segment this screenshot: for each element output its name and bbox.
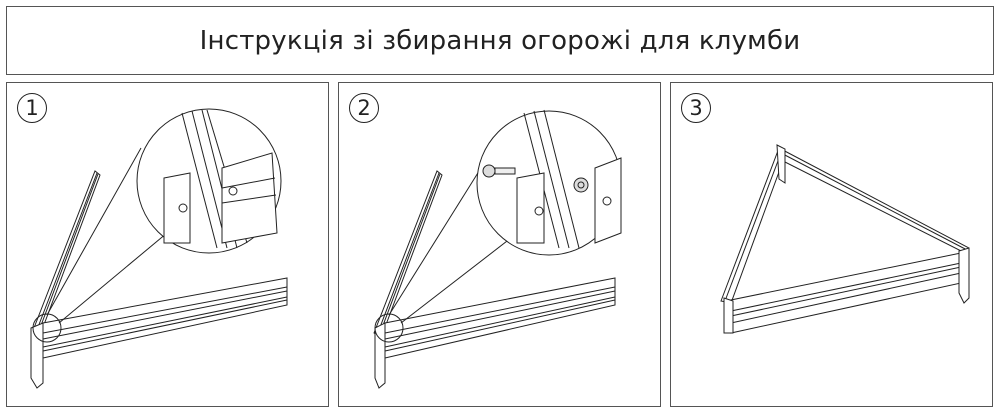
step-number: 1: [17, 93, 47, 123]
straight-board: [375, 278, 615, 388]
step-number: 2: [349, 93, 379, 123]
step-panel-2: 2: [338, 82, 661, 407]
detail-highlight-circle: [375, 314, 403, 342]
step-2-illustration: [339, 83, 662, 408]
step-1-illustration: [7, 83, 330, 408]
title-box: Інструкція зі збирання огорожі для клумб…: [6, 6, 994, 75]
bolt-icon: [483, 165, 515, 177]
straight-board: [31, 278, 287, 388]
angled-board: [374, 171, 442, 338]
nut-icon: [574, 178, 588, 192]
step-panel-1: 1: [6, 82, 329, 407]
page-title: Інструкція зі збирання огорожі для клумб…: [199, 25, 801, 56]
step-panel-3: 3: [670, 82, 993, 407]
detail-magnifier: [137, 109, 281, 253]
step-number: 3: [681, 93, 711, 123]
step-3-illustration: [671, 83, 994, 408]
assembled-triangle-fence: [721, 145, 969, 333]
angled-board: [32, 171, 100, 338]
detail-magnifier: [477, 110, 621, 255]
